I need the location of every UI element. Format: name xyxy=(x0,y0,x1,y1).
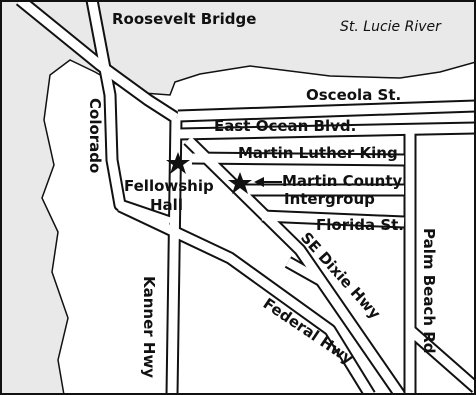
label-roosevelt-bridge: Roosevelt Bridge xyxy=(112,10,256,28)
label-mlk: Martin Luther King xyxy=(238,144,398,162)
label-fellowship-hall-2: Hall xyxy=(150,196,183,214)
star-icon xyxy=(228,172,252,194)
label-intergroup-1: Martin County xyxy=(282,172,403,190)
label-colorado: Colorado xyxy=(86,98,104,173)
label-florida: Florida St. xyxy=(316,216,404,234)
star-icon xyxy=(166,152,190,174)
road-fills xyxy=(17,0,476,395)
label-east-ocean: East Ocean Blvd. xyxy=(214,117,356,135)
label-palm-beach: Palm Beach Rd xyxy=(420,228,438,354)
arrow-icon xyxy=(254,177,282,187)
label-intergroup-2: Intergroup xyxy=(284,190,375,208)
label-st-lucie-river: St. Lucie River xyxy=(340,19,442,35)
label-kanner: Kanner Hwy xyxy=(140,276,158,378)
land xyxy=(41,59,476,395)
fellowship-hall-star xyxy=(166,152,190,174)
label-fellowship-hall-1: Fellowship xyxy=(124,177,214,195)
label-osceola: Osceola St. xyxy=(306,86,401,104)
intergroup-star xyxy=(228,172,252,194)
